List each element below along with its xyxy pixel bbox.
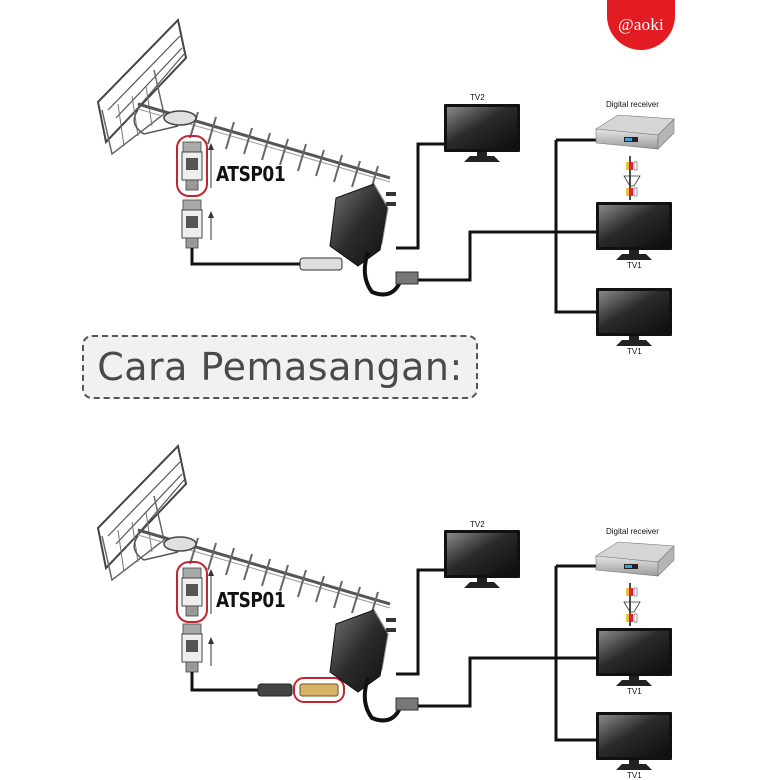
bottom-receiver-label: Digital receiver	[606, 527, 659, 536]
top-tv1-label: TV1	[627, 261, 642, 270]
banner-title: Cara Pemasangan:	[97, 345, 463, 389]
bottom-tv1b-label: TV1	[627, 771, 642, 780]
bottom-tv2-label: TV2	[470, 520, 485, 529]
diagram-bottom	[96, 444, 675, 770]
top-receiver-label: Digital receiver	[606, 100, 659, 109]
top-tv2-label: TV2	[470, 93, 485, 102]
logo-text: @aoki	[618, 15, 664, 34]
bottom-model-label: ATSP01	[216, 588, 286, 612]
bottom-tv1-label: TV1	[627, 687, 642, 696]
top-model-label: ATSP01	[216, 162, 286, 186]
aoki-logo: @aoki	[607, 0, 675, 50]
diagram-top	[96, 18, 675, 346]
top-tv1b-label: TV1	[627, 347, 642, 356]
instruction-banner: Cara Pemasangan:	[82, 335, 478, 399]
